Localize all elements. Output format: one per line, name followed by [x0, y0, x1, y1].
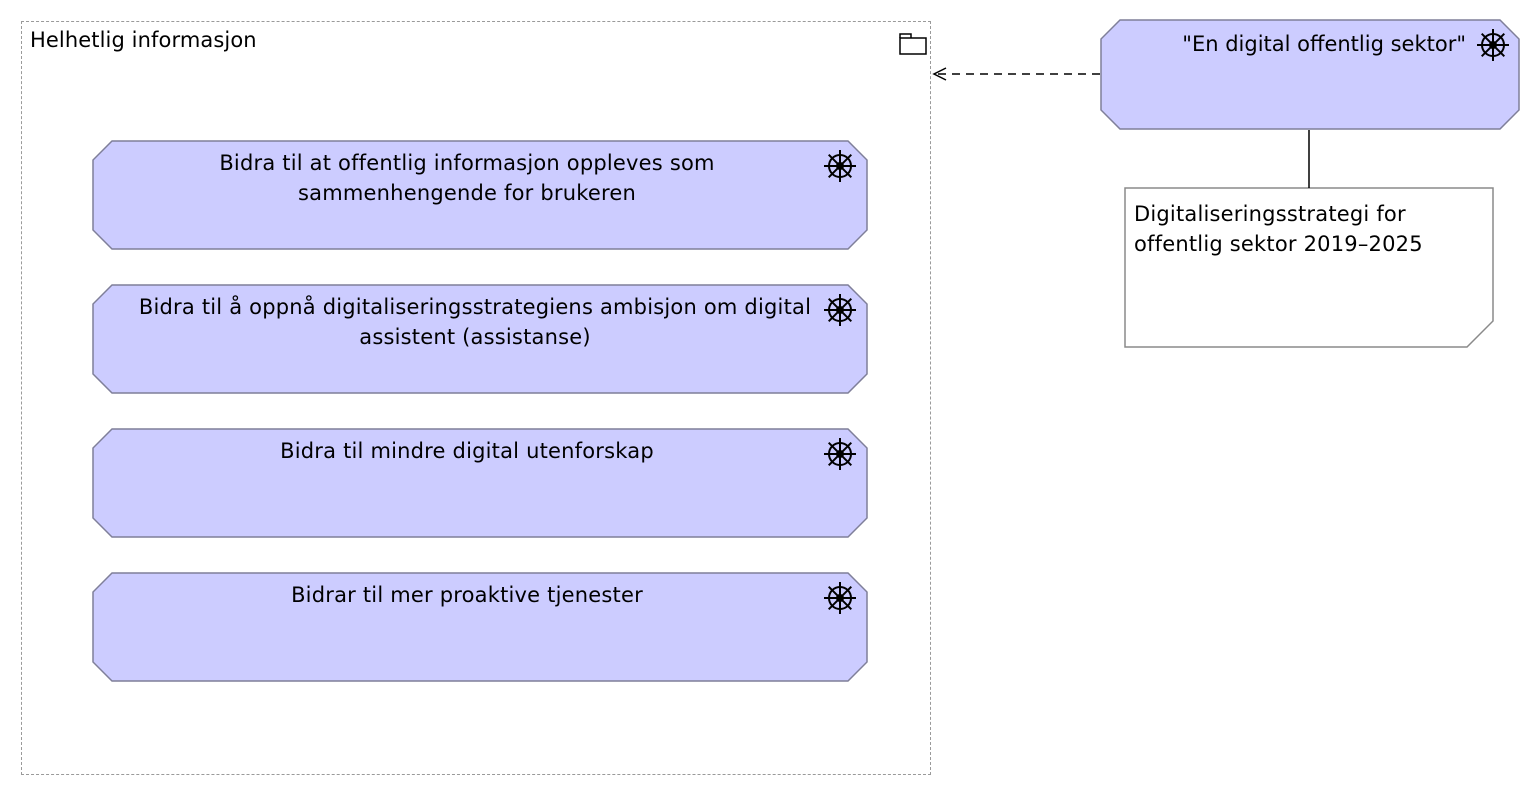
goal-shape — [92, 428, 868, 538]
helm-wheel-icon — [824, 150, 856, 182]
goal-label: Bidra til at offentlig informasjon opple… — [219, 151, 715, 205]
note-element[interactable]: Digitaliseringsstrategi for offentlig se… — [1124, 187, 1494, 348]
helm-wheel-icon — [1477, 29, 1509, 61]
group-label: Helhetlig informasjon — [30, 28, 257, 52]
goal-shape — [92, 140, 868, 250]
note-shape — [1124, 187, 1494, 348]
helm-wheel-icon — [824, 582, 856, 614]
goal-element[interactable]: Bidrar til mer proaktive tjenester — [92, 572, 868, 682]
goal-element[interactable]: Bidra til at offentlig informasjon opple… — [92, 140, 868, 250]
goal-label: Bidra til å oppnå digitaliseringsstrateg… — [138, 295, 812, 349]
strategy-goal-element[interactable]: "En digital offentlig sektor" — [1100, 19, 1520, 130]
goal-shape — [1100, 19, 1520, 130]
goal-shape — [92, 284, 868, 394]
goal-label: Bidrar til mer proaktive tjenester — [291, 583, 643, 607]
grouping-helhetlig-informasjon[interactable]: Helhetlig informasjon — [21, 21, 931, 775]
influence-relation[interactable] — [932, 67, 1100, 81]
helm-wheel-icon — [824, 294, 856, 326]
folder-icon — [899, 33, 927, 55]
strategy-label: "En digital offentlig sektor" — [1182, 32, 1466, 56]
goal-element[interactable]: Bidra til å oppnå digitaliseringsstrateg… — [92, 284, 868, 394]
goal-label: Bidra til mindre digital utenforskap — [280, 439, 654, 463]
note-text: Digitaliseringsstrategi for offentlig se… — [1134, 202, 1423, 256]
helm-wheel-icon — [824, 438, 856, 470]
goal-shape — [92, 572, 868, 682]
goal-element[interactable]: Bidra til mindre digital utenforskap — [92, 428, 868, 538]
